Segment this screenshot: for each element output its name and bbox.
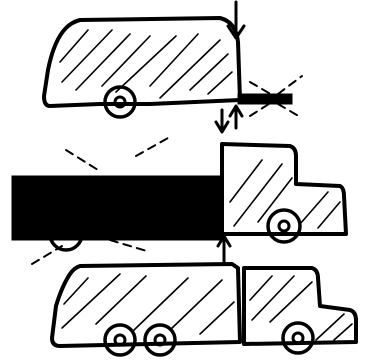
cab-hatching [230,160,340,228]
wheel-2 [145,325,175,355]
trailer-hatching [60,30,232,98]
solid-bed [12,176,222,240]
trailer-body [44,18,240,106]
connection-arrows-icon [216,106,242,132]
cab-wheel [268,210,300,242]
wheel-3 [283,323,313,353]
panel-camper-trailer [44,2,302,132]
combined-hatching [62,274,234,334]
hitch-bar [238,94,292,104]
panel-truck-and-bed [12,138,346,264]
panel-coupled-vehicle [52,264,356,355]
down-arrow-icon [228,2,244,38]
wheel-1 [105,325,135,355]
